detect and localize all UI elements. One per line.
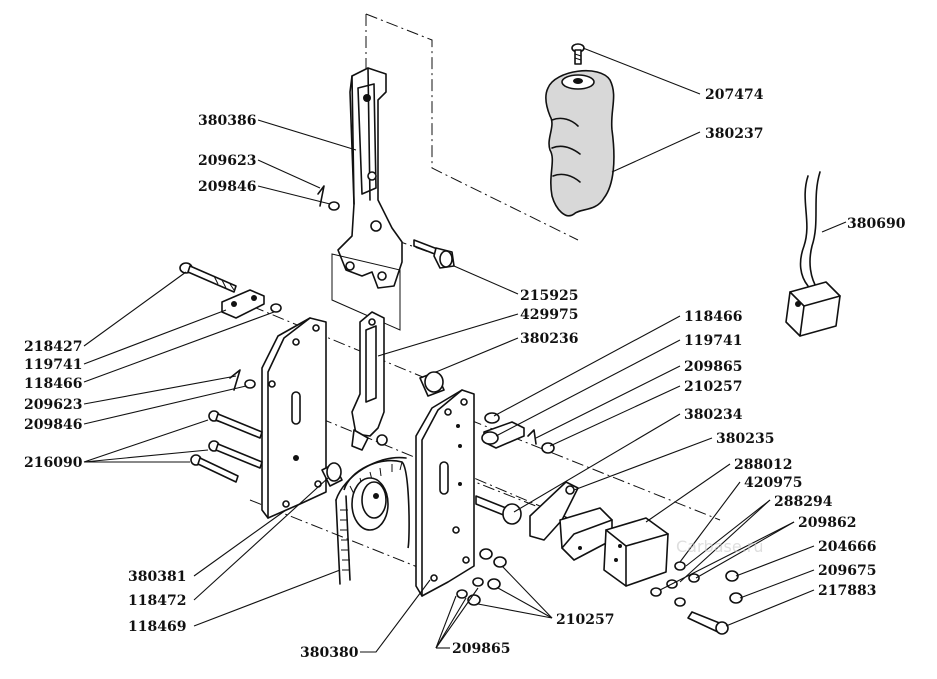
lever-380386 [337,67,403,289]
label-204666: 204666 [818,539,876,555]
label-119741-right: 119741 [684,333,742,349]
knob-380237 [545,69,615,217]
shaft-380234 [475,495,522,525]
lever-380236 [351,311,388,451]
label-209865-bottom: 209865 [452,641,510,657]
label-118469: 118469 [128,619,186,635]
clip-209623-left [229,369,256,391]
label-209623-top: 209623 [198,153,256,169]
label-216090: 216090 [24,455,83,471]
label-118472: 118472 [128,593,186,609]
label-209846-top: 209846 [198,179,256,195]
label-380235: 380235 [716,431,774,447]
label-209846-left: 209846 [24,417,82,433]
link-119741-left [221,289,282,319]
label-380380: 380380 [300,645,359,661]
label-210257-bottom: 210257 [556,612,614,628]
label-209623-left: 209623 [24,397,82,413]
label-119741-left: 119741 [24,357,82,373]
label-210257-right: 210257 [684,379,742,395]
label-209865-right: 209865 [684,359,742,375]
label-288294: 288294 [774,494,833,510]
label-209862: 209862 [798,515,856,531]
bracket-380235 [529,481,613,561]
pin-215925 [413,239,455,269]
label-380234: 380234 [684,407,743,423]
screw-207474 [571,43,585,65]
label-288012: 288012 [734,457,792,473]
label-420975: 420975 [744,475,802,491]
plate-outline-back [331,253,401,331]
label-217883: 217883 [818,583,876,599]
label-218427: 218427 [24,339,82,355]
gear-sector [335,456,410,585]
label-380236: 380236 [520,331,578,347]
watermark: Carbase.ru [676,537,764,556]
label-118466-right: 118466 [684,309,742,325]
bolt-218427 [179,262,237,293]
plate-380380 [415,389,475,597]
part-labels: 207474 380237 380690 380386 209623 20984… [24,87,906,661]
label-380381: 380381 [128,569,186,585]
hardware-bottom-right [456,548,743,635]
label-380690: 380690 [847,216,906,232]
label-380237: 380237 [705,126,763,142]
plate-380381 [261,317,327,519]
label-215925: 215925 [520,288,578,304]
screws-216090 [190,410,263,483]
leader-lines [83,47,847,653]
roller-center [419,371,445,397]
spacer-118472 [321,462,343,487]
microswitch-380690 [785,171,841,337]
clip-209623-top [317,185,340,211]
label-207474: 207474 [705,87,764,103]
label-429975: 429975 [520,307,578,323]
label-118466-left: 118466 [24,376,82,392]
label-380386: 380386 [198,113,256,129]
label-209675: 209675 [818,563,876,579]
link-119741-right [481,412,555,454]
switch-288012 [603,517,669,587]
